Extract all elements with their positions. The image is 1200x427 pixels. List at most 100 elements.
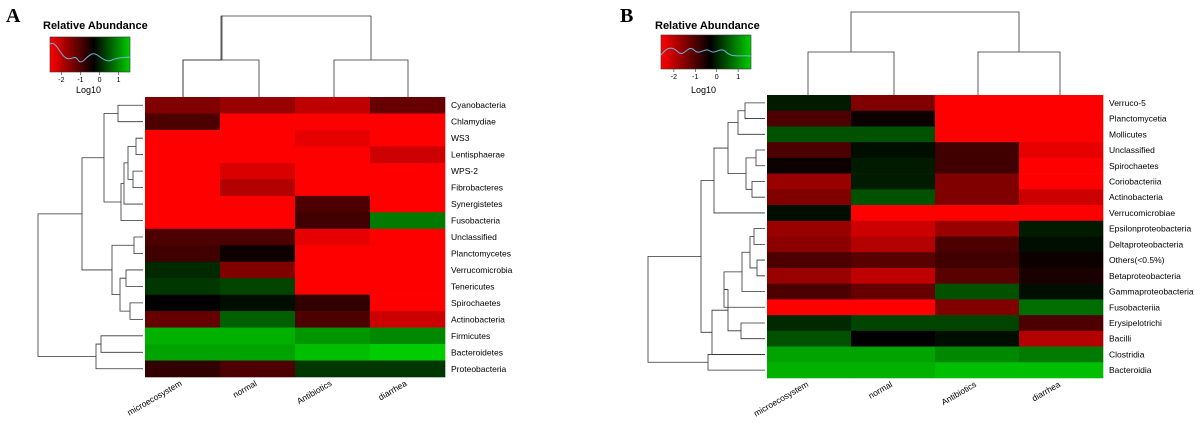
heatmap-cell — [370, 129, 446, 147]
color-key-a-unit: Log10 — [76, 85, 101, 95]
heatmap-cell — [295, 311, 371, 328]
dendrogram-branch — [129, 302, 143, 320]
heatmap-cell — [935, 267, 1020, 284]
row-label: Firmicutes — [451, 331, 490, 341]
dendrogram-branch — [700, 180, 714, 333]
heatmap-cell — [145, 294, 221, 312]
row-label: Planctomycetes — [451, 248, 511, 258]
dendrogram-branch — [647, 255, 708, 363]
heatmap-cell — [1019, 173, 1104, 190]
heatmap-cell — [935, 315, 1020, 332]
heatmap-cell — [295, 162, 371, 180]
row-dendrogram-b — [647, 102, 765, 371]
dendrogram-branch — [723, 271, 765, 308]
heatmap-cell — [851, 315, 936, 332]
heatmap-cell — [1019, 205, 1104, 222]
row-label: Proteobacteria — [451, 364, 507, 374]
heatmap-cell — [767, 126, 852, 143]
column-dendrogram-a — [182, 15, 409, 97]
heatmap-cell — [935, 346, 1020, 363]
row-label: Unclassified — [451, 232, 497, 242]
heatmap-cell — [145, 162, 221, 180]
heatmap-cell — [370, 261, 446, 279]
dendrogram-branch — [751, 181, 765, 198]
column-label: Antibiotics — [295, 378, 334, 406]
heatmap-cell — [1019, 267, 1104, 284]
heatmap-cell — [145, 212, 221, 230]
heatmap-cell — [370, 278, 446, 295]
dendrogram-branch — [745, 157, 756, 190]
dendrogram-branch — [713, 147, 765, 214]
row-label: Deltaproteobacteria — [1109, 239, 1183, 249]
row-label: Synergistetes — [451, 199, 503, 209]
heatmap-cells-a — [145, 97, 446, 378]
dendrogram-branch — [132, 170, 143, 188]
heatmap-cell — [1019, 110, 1104, 127]
heatmap-cell — [370, 294, 446, 312]
color-key-b-tick-label: 1 — [736, 74, 740, 81]
column-label: microecosystem — [125, 378, 183, 417]
heatmap-cell — [145, 245, 221, 263]
dendrogram-branch — [737, 110, 765, 135]
dendrogram-branch — [744, 102, 765, 119]
heatmap-cell — [767, 189, 852, 206]
heatmap-cell — [851, 95, 936, 112]
heatmap-cell — [935, 205, 1020, 222]
heatmap-cell — [370, 344, 446, 361]
row-label: Planctomycetia — [1109, 114, 1167, 124]
row-label: Actinobacteria — [1109, 192, 1163, 202]
heatmap-cell — [851, 220, 936, 237]
heatmap-cell — [1019, 236, 1104, 253]
heatmap-cell — [767, 157, 852, 174]
row-label: Spirochaetes — [451, 298, 501, 308]
heatmap-cell — [145, 129, 221, 147]
heatmap-cell — [935, 126, 1020, 143]
heatmap-cell — [370, 212, 446, 230]
heatmap-cell — [295, 261, 371, 279]
dendrogram-branch — [741, 251, 765, 292]
heatmap-cell — [767, 220, 852, 237]
heatmap-cell — [220, 245, 296, 263]
heatmap-cell — [767, 173, 852, 190]
heatmap-cell — [220, 344, 296, 361]
heatmap-cell — [220, 146, 296, 164]
color-key-a-density-curve — [49, 42, 131, 63]
heatmap-cell — [370, 327, 446, 345]
heatmap-cell — [1019, 252, 1104, 269]
heatmap-cell — [767, 142, 852, 159]
heatmap-cell — [295, 97, 371, 114]
heatmap-cell — [851, 267, 936, 284]
heatmap-cell — [851, 330, 936, 347]
dendrogram-branch — [755, 149, 765, 167]
heatmap-cell — [935, 283, 1020, 300]
heatmap-cell — [295, 113, 371, 131]
dendrogram-branch — [119, 277, 130, 312]
dendrogram-branch — [117, 104, 143, 123]
dendrogram-branch — [133, 236, 143, 254]
row-label: Clostridia — [1109, 349, 1145, 359]
dendrogram-branch — [81, 157, 112, 271]
heatmap-cell — [1019, 95, 1104, 112]
heatmap-cell — [295, 344, 371, 361]
dendrogram-branch — [103, 113, 121, 203]
dendrogram-branch — [95, 343, 143, 370]
dendrogram-branch — [749, 236, 757, 269]
heatmap-cell — [851, 173, 936, 190]
heatmap-cell — [767, 110, 852, 127]
heatmap-cells-b — [767, 95, 1104, 379]
dendrogram-branch — [756, 259, 765, 277]
heatmap-cell — [370, 97, 446, 114]
heatmap-cell — [1019, 362, 1104, 379]
heatmap-cell — [1019, 220, 1104, 237]
heatmap-cell — [370, 360, 446, 378]
heatmap-cell — [767, 236, 852, 253]
heatmap-cell — [935, 189, 1020, 206]
heatmap-cell — [1019, 299, 1104, 316]
heatmap-cell — [935, 330, 1020, 347]
heatmap-cell — [220, 228, 296, 246]
color-key-a-tick-label: -1 — [77, 77, 83, 84]
dendrogram-branch — [100, 335, 143, 353]
heatmap-cell — [851, 110, 936, 127]
